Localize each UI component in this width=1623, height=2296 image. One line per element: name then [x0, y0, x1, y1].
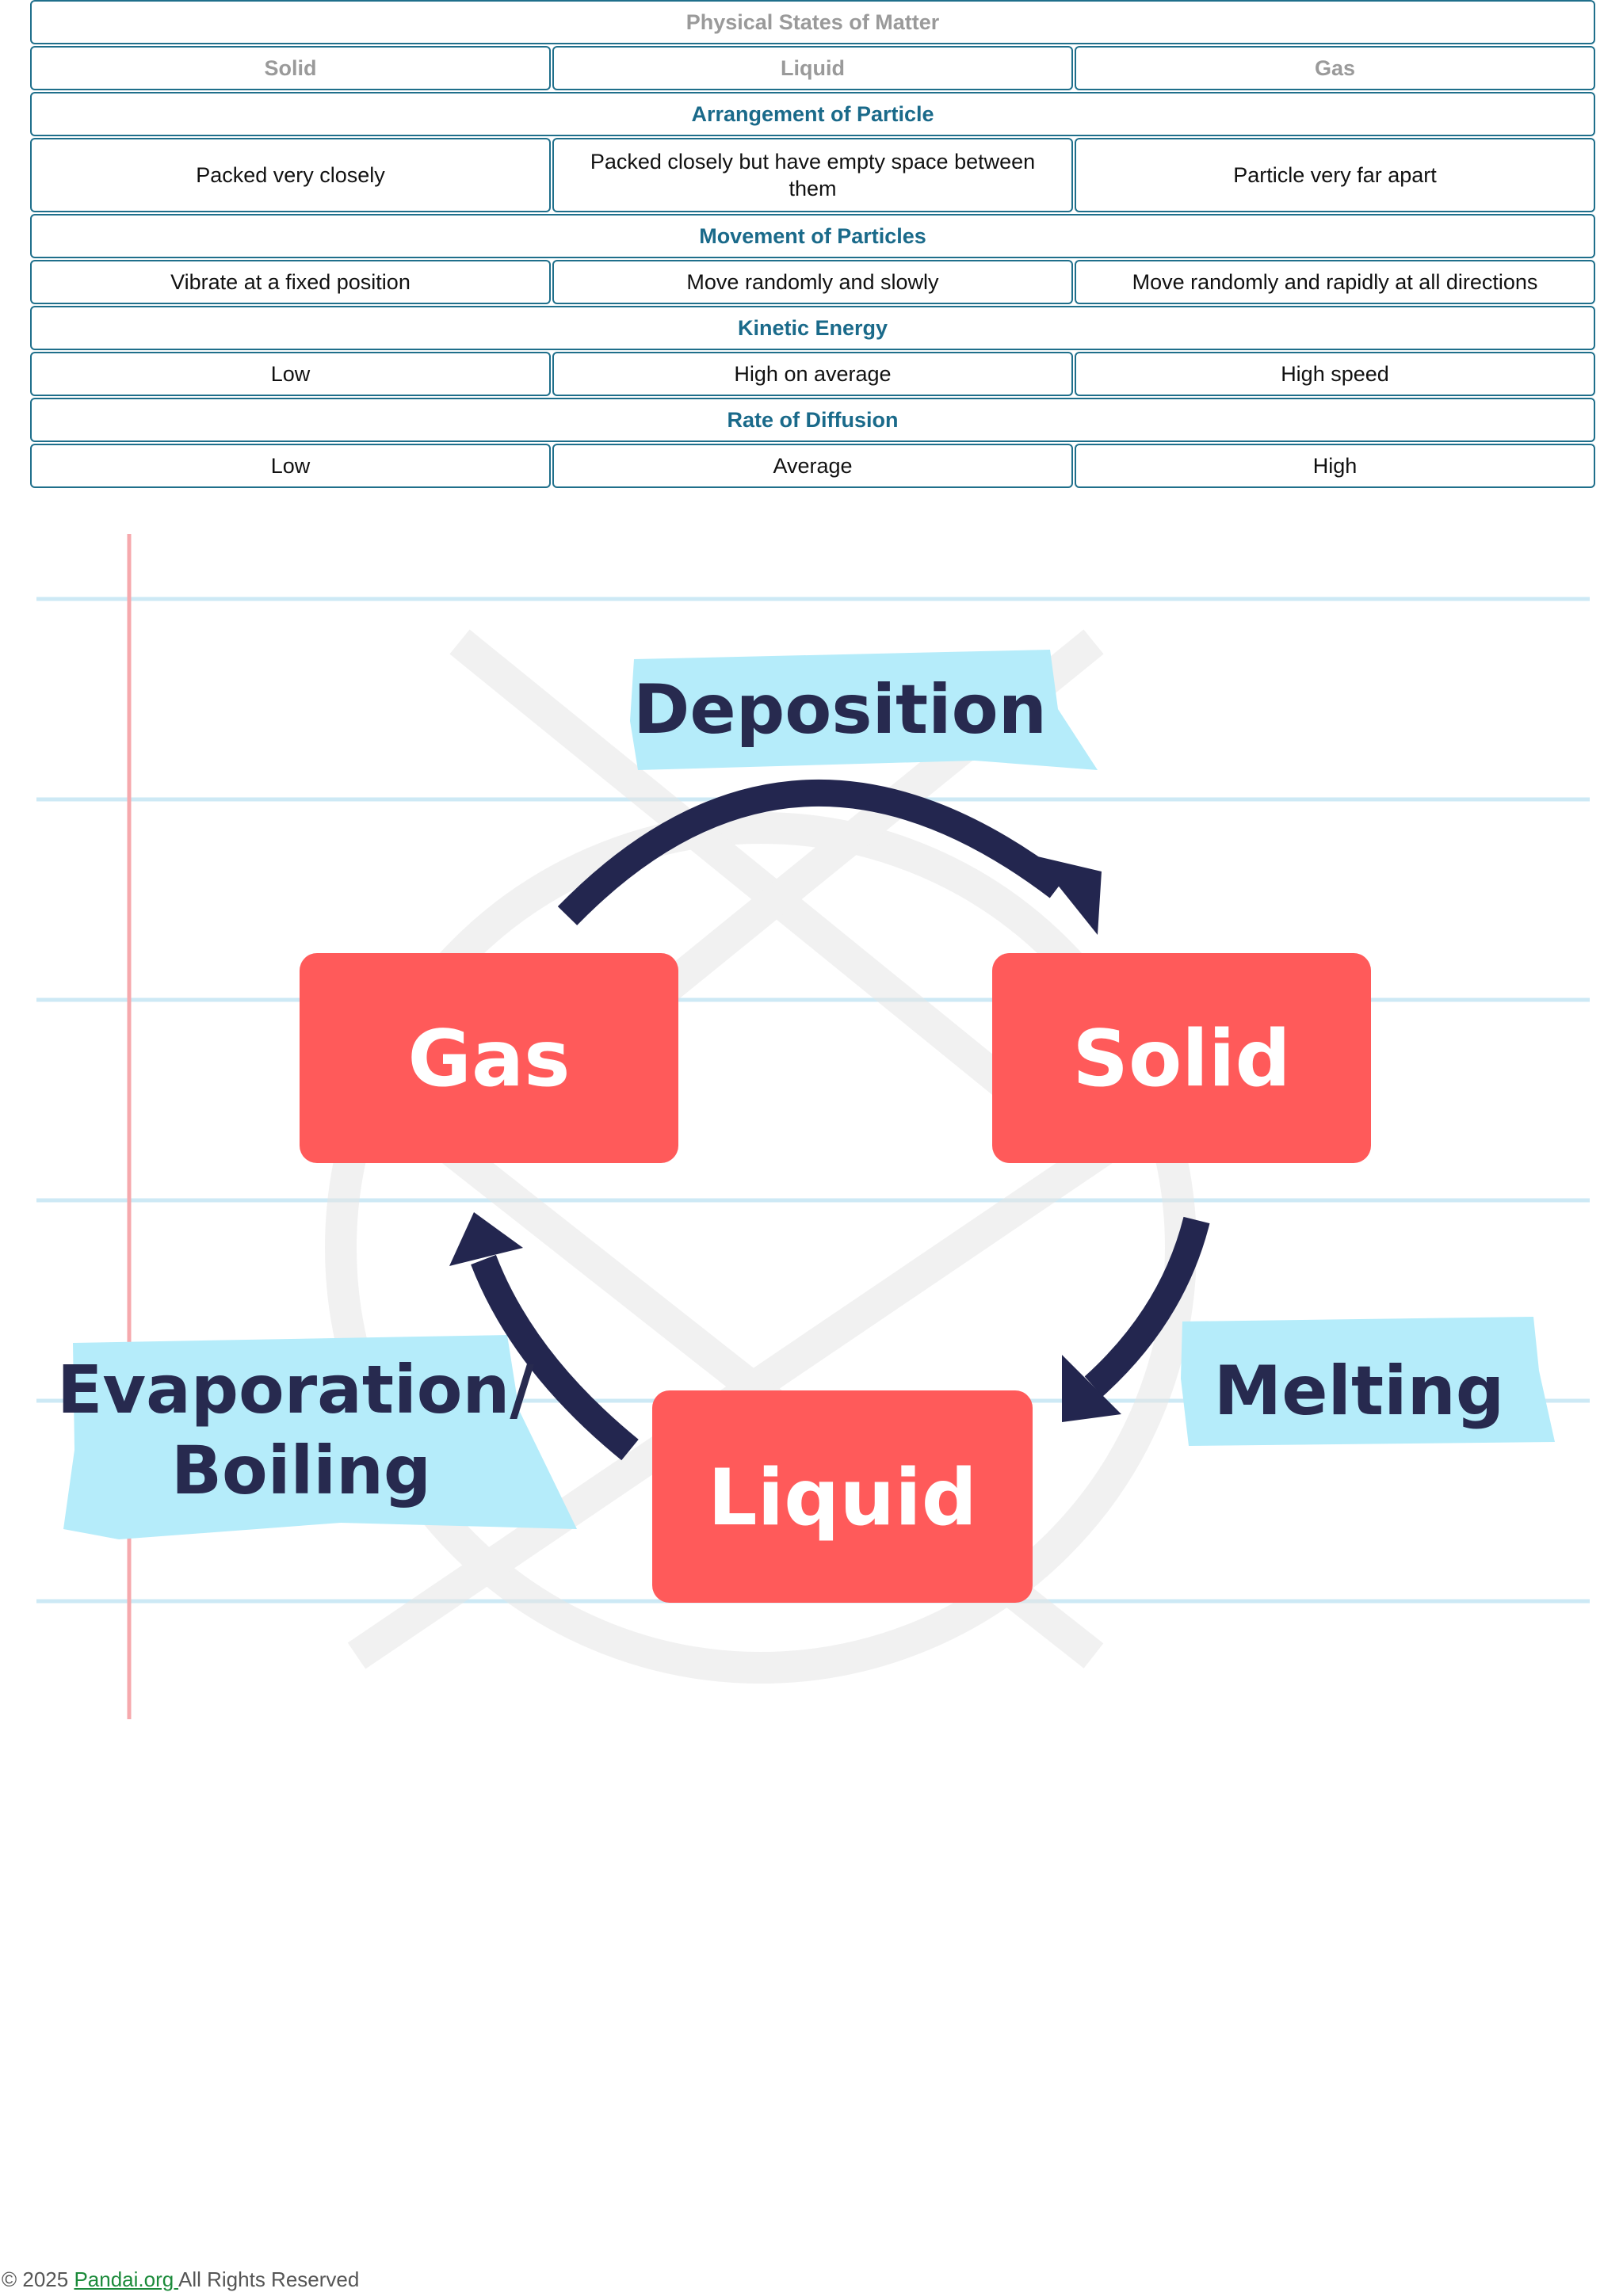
deposition-label: Deposition	[633, 670, 1047, 749]
states-of-matter-table: Physical States of Matter Solid Liquid G…	[30, 0, 1595, 490]
table-cell: High speed	[1075, 352, 1595, 396]
melting-arrow	[1062, 1216, 1210, 1422]
solid-state-box: Solid	[992, 953, 1371, 1163]
table-cell: Particle very far apart	[1075, 138, 1595, 212]
section-heading-kinetic-energy: Kinetic Energy	[30, 306, 1595, 350]
table-cell: Low	[30, 352, 551, 396]
rights-text: All Rights Reserved	[178, 2267, 360, 2291]
footer: © 2025 Pandai.org All Rights Reserved	[2, 2267, 359, 2292]
solid-label: Solid	[1072, 1014, 1290, 1104]
section-heading-arrangement: Arrangement of Particle	[30, 92, 1595, 136]
table-cell: Vibrate at a fixed position	[30, 260, 551, 304]
evaporation-arrow	[449, 1212, 639, 1461]
table-cell: Packed closely but have empty space betw…	[552, 138, 1073, 212]
state-change-diagram: Gas Solid Liquid Deposition Melting Evap…	[36, 534, 1590, 1719]
boiling-label: Boiling	[171, 1432, 431, 1509]
section-heading-movement: Movement of Particles	[30, 214, 1595, 258]
liquid-label: Liquid	[708, 1453, 977, 1543]
pandai-link[interactable]: Pandai.org	[74, 2267, 179, 2291]
section-heading-diffusion: Rate of Diffusion	[30, 398, 1595, 442]
column-header-liquid: Liquid	[552, 46, 1073, 90]
table-cell: Low	[30, 444, 551, 488]
deposition-arrow	[557, 779, 1102, 935]
melting-label: Melting	[1214, 1352, 1505, 1431]
gas-label: Gas	[408, 1014, 571, 1104]
column-header-gas: Gas	[1075, 46, 1595, 90]
table-cell: Move randomly and slowly	[552, 260, 1073, 304]
table-cell: Average	[552, 444, 1073, 488]
table-cell: High on average	[552, 352, 1073, 396]
table-cell: High	[1075, 444, 1595, 488]
evaporation-label: Evaporation/	[57, 1351, 534, 1428]
column-header-solid: Solid	[30, 46, 551, 90]
copyright-text: © 2025	[2, 2267, 74, 2291]
table-title: Physical States of Matter	[30, 0, 1595, 44]
table-cell: Packed very closely	[30, 138, 551, 212]
deposition-highlight	[630, 650, 1098, 770]
table-cell: Move randomly and rapidly at all directi…	[1075, 260, 1595, 304]
evaporation-highlight	[63, 1335, 577, 1539]
gas-state-box: Gas	[300, 953, 678, 1163]
liquid-state-box: Liquid	[652, 1390, 1033, 1603]
melting-highlight	[1181, 1317, 1555, 1446]
